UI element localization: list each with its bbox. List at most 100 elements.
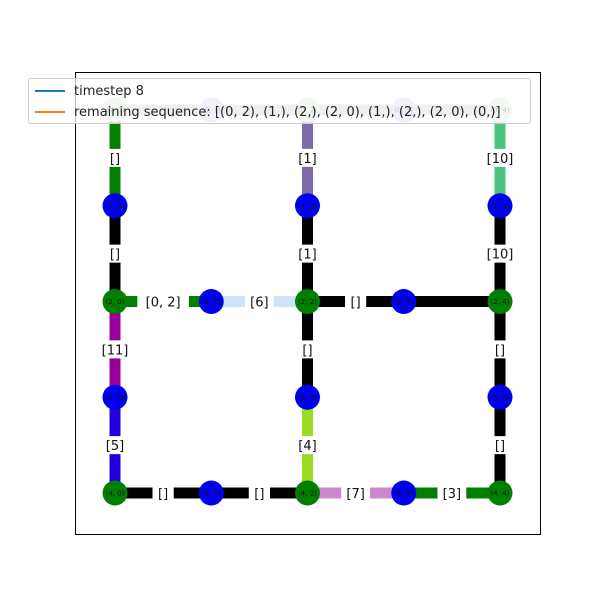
edge-label-text: [7] — [346, 487, 364, 502]
edge-label-bg — [481, 148, 519, 167]
edge-label: [0, 2] — [137, 292, 189, 311]
edge-label-text: [] — [110, 152, 120, 167]
edge-label: [10] — [481, 148, 519, 167]
edge-label: [11] — [96, 340, 134, 359]
node-label: (2, 4) — [491, 298, 510, 306]
legend-entry-remaining-sequence: remaining sequence: [(0, 2), (1,), (2,),… — [35, 103, 501, 121]
legend-entry-timestep: timestep 8 — [35, 82, 144, 100]
edge-label-text: [] — [302, 343, 312, 358]
node-label: (2, 2) — [298, 298, 317, 306]
grid-node: (4, 0) — [102, 480, 128, 506]
edge-label-text: [0, 2] — [146, 296, 181, 311]
edge-label-bg — [152, 484, 174, 502]
node-circle — [295, 289, 320, 314]
edge-label: [] — [248, 484, 270, 502]
edge-label: [6] — [244, 292, 274, 311]
grid-node: (1, 0) — [102, 193, 128, 219]
node-label: (4, 1) — [202, 490, 221, 498]
edge-label-text: [] — [495, 439, 505, 454]
node-label: (3, 0) — [106, 394, 125, 402]
node-circle — [391, 289, 417, 314]
edge-label-bg — [296, 340, 319, 359]
grid-node: (2, 3) — [391, 289, 417, 314]
grid-node: (2, 1) — [198, 289, 224, 314]
edge-label-bg — [293, 436, 322, 455]
node-label: (3, 2) — [298, 394, 317, 402]
edge-label-text: [] — [351, 296, 361, 311]
grid-node: (4, 3) — [391, 480, 417, 506]
edge-label-bg — [341, 484, 371, 502]
edge-label-bg — [293, 148, 322, 167]
edge-label-bg — [244, 292, 274, 311]
grid-node: (4, 2) — [295, 480, 320, 506]
edge-label-text: [11] — [102, 343, 129, 358]
node-label: (1, 0) — [106, 202, 125, 210]
edge-label-text: [1] — [298, 248, 316, 263]
edge-label-text: [3] — [443, 487, 461, 502]
edge-label-bg — [100, 436, 130, 455]
node-circle — [295, 384, 320, 410]
node-circle — [487, 384, 513, 410]
edge-label-text: [1] — [298, 152, 316, 167]
grid-node: (4, 1) — [198, 480, 224, 506]
node-circle — [102, 384, 128, 410]
grid-node: (2, 4) — [487, 289, 513, 314]
edge-label: [4] — [293, 436, 322, 455]
edge-label: [10] — [481, 244, 519, 263]
plot-frame — [75, 72, 541, 535]
edge-label-bg — [96, 340, 134, 359]
edge-label-text: [10] — [487, 152, 514, 167]
edge-label: [1] — [293, 244, 322, 263]
node-label: (2, 1) — [202, 298, 221, 306]
edge-label-bg — [137, 292, 189, 311]
legend-label-timestep: timestep 8 — [74, 83, 144, 99]
legend: timestep 8 remaining sequence: [(0, 2), … — [28, 78, 531, 124]
node-label: (4, 4) — [491, 490, 510, 498]
node-circle — [102, 289, 128, 314]
edge-label-text: [4] — [298, 439, 316, 454]
grid-node: (4, 4) — [487, 480, 513, 506]
edge-label-text: [10] — [487, 248, 514, 263]
grid-node: (1, 2) — [295, 193, 320, 219]
node-label: (4, 3) — [394, 490, 413, 498]
edge-label: [] — [104, 244, 126, 263]
edge-label-bg — [104, 148, 126, 167]
edge-label-bg — [481, 244, 519, 263]
node-circle — [487, 480, 513, 506]
edge-label: [] — [296, 340, 319, 359]
node-circle — [198, 289, 224, 314]
edge-label-bg — [293, 244, 322, 263]
edge-label-text: [] — [254, 487, 264, 502]
legend-label-remaining-sequence: remaining sequence: [(0, 2), (1,), (2,),… — [74, 104, 501, 120]
node-circle — [102, 480, 128, 506]
edge-label: [5] — [100, 436, 130, 455]
node-circle — [295, 193, 320, 219]
node-label: (4, 0) — [106, 490, 125, 498]
edge-label-text: [6] — [250, 296, 268, 311]
edge-label: [] — [152, 484, 174, 502]
grid-node: (2, 2) — [295, 289, 320, 314]
edge-label: [] — [104, 148, 126, 167]
edge-labels-layer: [] [] [1] [1] [10] [10] [0, 2] [6] [] [11] [5] [] [4… — [96, 148, 519, 502]
edge-label-text: [] — [110, 248, 120, 263]
node-circle — [102, 193, 128, 219]
node-circle — [487, 193, 513, 219]
edge-label: [] — [345, 292, 367, 311]
node-label: (2, 3) — [394, 298, 413, 306]
node-label: (3, 4) — [491, 394, 510, 402]
edge-label: [] — [489, 340, 511, 359]
grid-node: (2, 0) — [102, 289, 128, 314]
edge-label: [3] — [437, 484, 467, 502]
grid-node: (3, 2) — [295, 384, 320, 410]
edge-label-bg — [489, 436, 511, 455]
node-label: (4, 2) — [298, 490, 317, 498]
edge-label-bg — [248, 484, 270, 502]
legend-swatch-orange — [35, 111, 65, 113]
edge-label-text: [5] — [106, 439, 124, 454]
edge-label: [] — [489, 436, 511, 455]
edge-label-bg — [437, 484, 467, 502]
edge-label: [7] — [341, 484, 371, 502]
edge-label-text: [] — [495, 343, 505, 358]
node-circle — [295, 480, 320, 506]
node-circle — [391, 480, 417, 506]
